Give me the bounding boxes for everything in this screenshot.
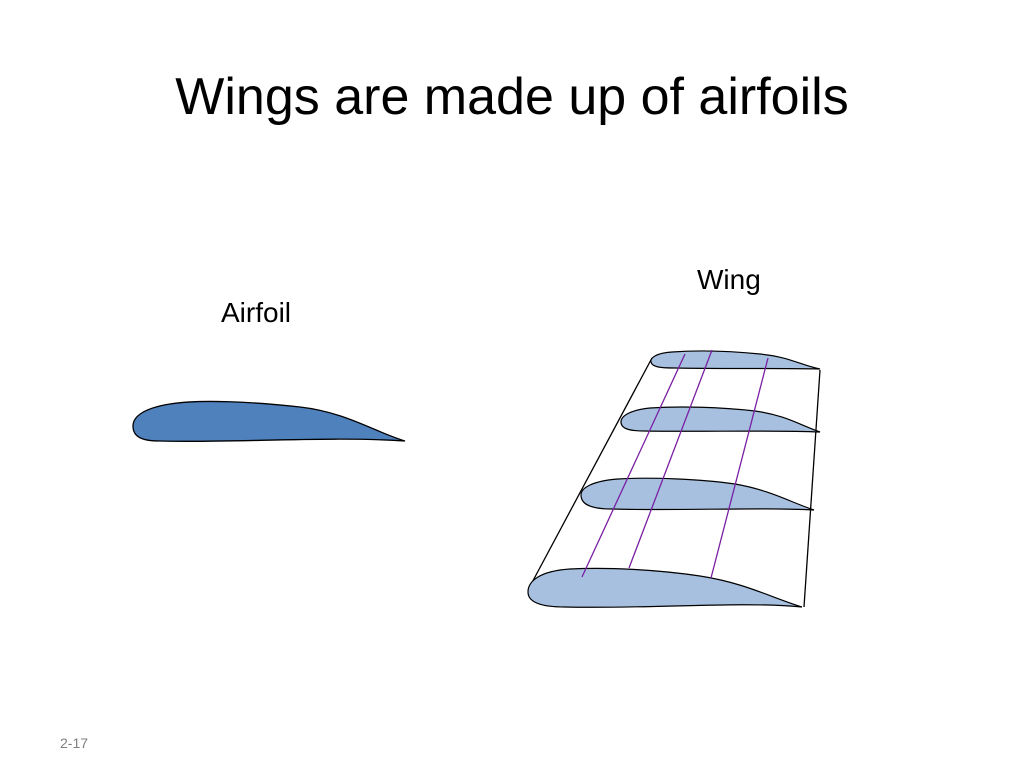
wing-section-1 xyxy=(650,350,821,370)
wing-leading-edge xyxy=(527,357,653,591)
spanwise-line-middle xyxy=(628,349,713,569)
slide-number: 2-17 xyxy=(60,735,89,751)
wing-section-2 xyxy=(620,406,821,433)
airfoil-label: Airfoil xyxy=(221,297,292,328)
slide-title: Wings are made up of airfoils xyxy=(175,68,849,126)
spanwise-line-rear xyxy=(710,357,769,579)
spanwise-line-front xyxy=(581,353,686,578)
wing-section-4 xyxy=(527,567,803,608)
wing-label: Wing xyxy=(697,264,761,295)
airfoil-shape xyxy=(132,400,406,443)
wing-section-3 xyxy=(580,477,815,511)
wing-trailing-edge xyxy=(803,369,821,608)
